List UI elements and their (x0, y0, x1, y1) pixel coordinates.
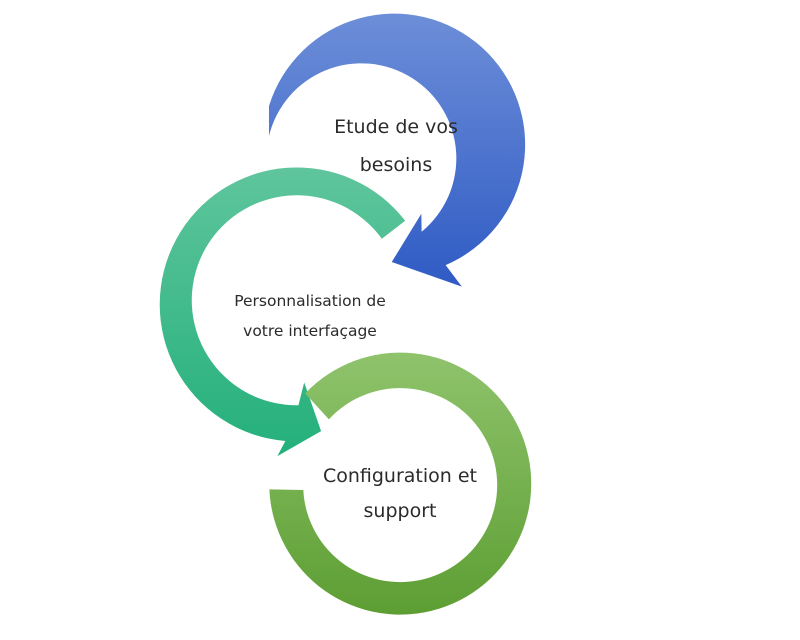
step-2-label-line-2: votre interfaçage (243, 322, 377, 340)
step-2-label: Personnalisation de votre interfaçage (212, 286, 408, 346)
step-2-arrow (159, 167, 406, 457)
step-1-label-line-1: Etude de vos (334, 116, 458, 138)
step-3-label: Configuration et support (312, 459, 488, 529)
step-1-arc (268, 13, 526, 287)
step-1-label-line-2: besoins (359, 154, 433, 176)
step-3-label-line-2: support (363, 500, 437, 522)
step-2-label-line-1: Personnalisation de (234, 292, 386, 310)
step-1-arrow (268, 13, 526, 287)
step-2-arc (159, 167, 406, 457)
step-1-label: Etude de vos besoins (318, 108, 474, 184)
step-3-label-line-1: Configuration et (322, 465, 478, 487)
